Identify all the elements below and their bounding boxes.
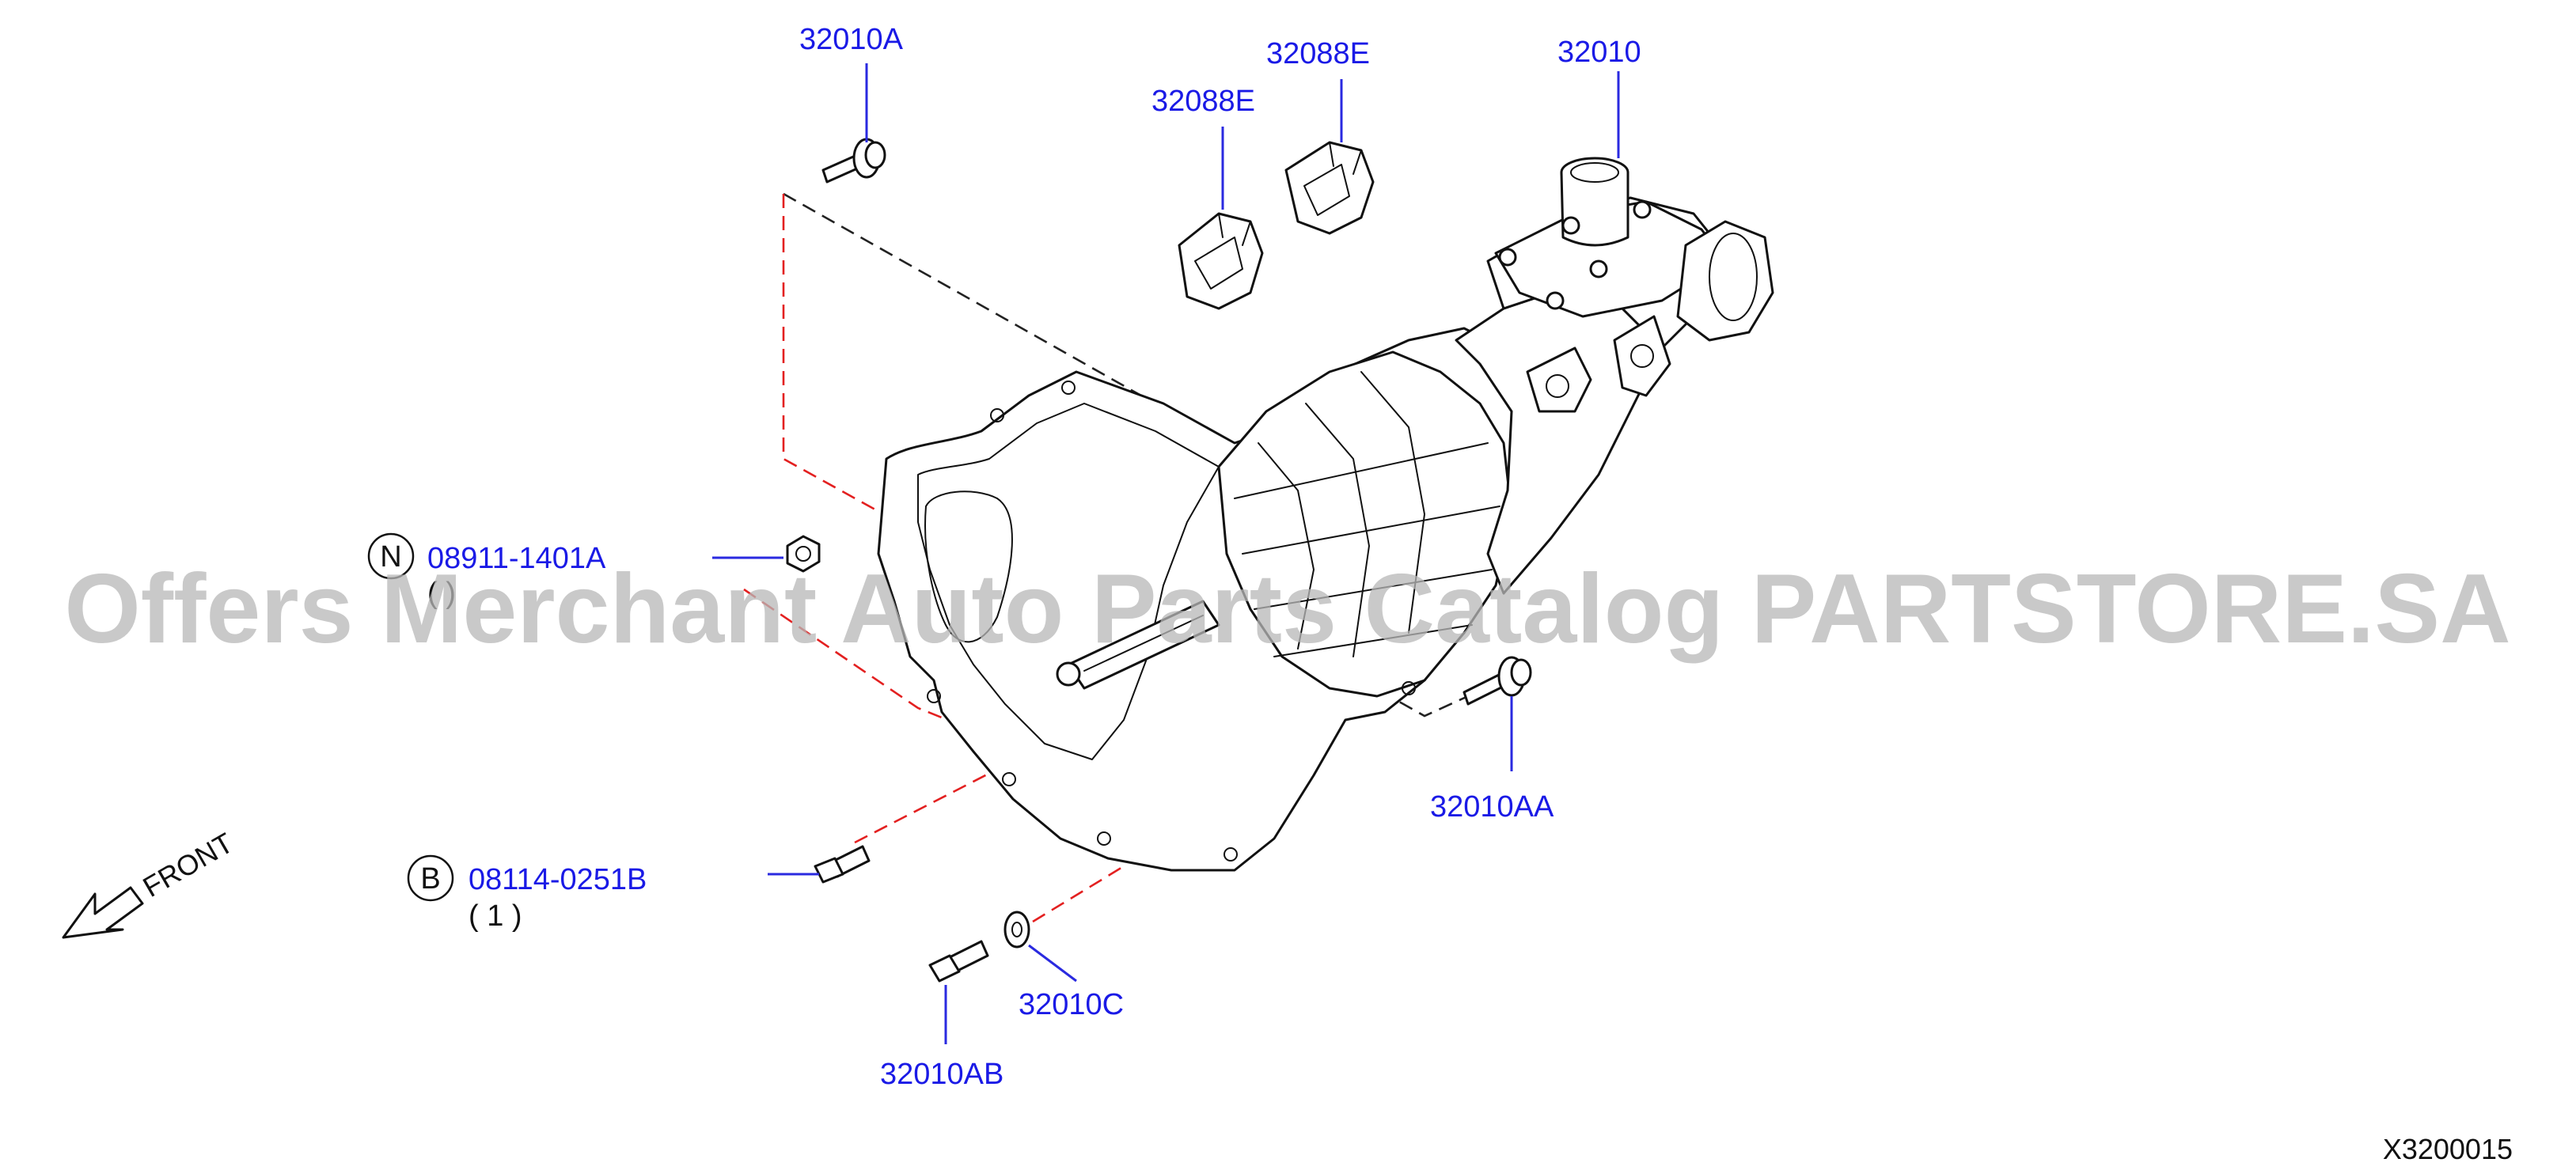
callout-bolt-top[interactable]: 32010A — [799, 23, 904, 56]
callout-nut[interactable]: 08911-1401A — [427, 542, 606, 575]
front-indicator: FRONT — [62, 826, 239, 939]
nut-symbol-letter: N — [380, 540, 401, 574]
callout-insulator-right[interactable]: 32088E — [1266, 37, 1370, 70]
insulator-right[interactable] — [1284, 141, 1375, 235]
nut-quantity: ( ) — [427, 577, 456, 610]
bolt-b[interactable] — [814, 845, 871, 884]
bolt-b-symbol-circle — [407, 854, 454, 902]
bolt-side[interactable] — [1463, 656, 1532, 706]
bolt-b-quantity: ( 1 ) — [469, 899, 522, 933]
washer[interactable] — [1003, 911, 1030, 949]
front-label: FRONT — [138, 826, 239, 903]
insulator-left[interactable] — [1178, 212, 1264, 310]
watermark: Offers Merchant Auto Parts Catalog PARTS… — [64, 555, 2510, 664]
callout-washer[interactable]: 32010C — [1019, 988, 1124, 1021]
nut[interactable] — [786, 535, 821, 573]
callout-bolt-b[interactable]: 08114-0251B — [469, 863, 647, 896]
callout-transmission[interactable]: 32010 — [1557, 36, 1641, 69]
callout-bolt-bottom[interactable]: 32010AB — [880, 1058, 1003, 1091]
callout-insulator-left[interactable]: 32088E — [1151, 85, 1255, 118]
diagram-code: X3200015 — [2383, 1133, 2513, 1165]
callout-bolt-side[interactable]: 32010AA — [1430, 790, 1554, 824]
leader-lines — [712, 63, 1620, 1044]
transmission-assembly[interactable] — [877, 157, 1774, 872]
bolt-bottom[interactable] — [928, 940, 989, 983]
bolt-b-symbol-letter: B — [420, 862, 440, 896]
front-arrow-icon — [62, 886, 144, 939]
bolt-top[interactable] — [821, 138, 886, 184]
nut-symbol-circle — [367, 532, 415, 580]
